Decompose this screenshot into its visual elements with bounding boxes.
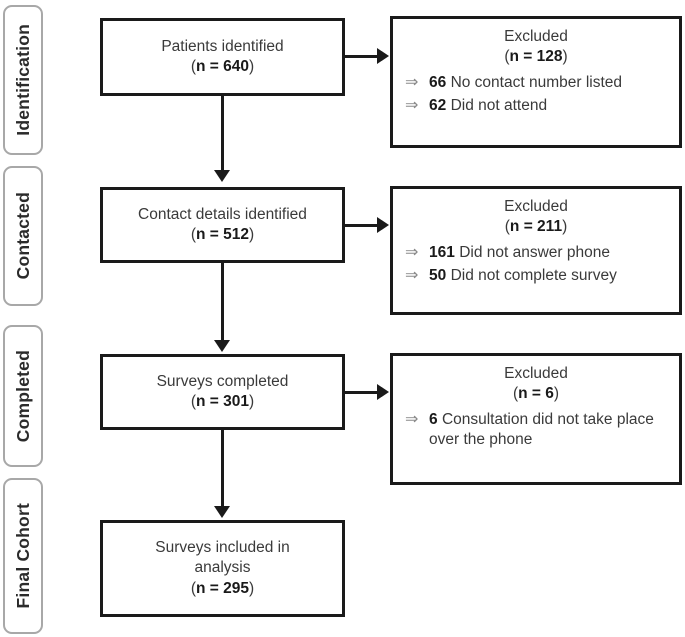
double-arrow-icon: ⇒ bbox=[405, 96, 419, 114]
reason-count: 50 bbox=[429, 266, 447, 284]
flow-box-contact-details-identified: Contact details identified (n = 512) bbox=[100, 187, 345, 263]
flow-box-subtitle: analysis bbox=[194, 559, 251, 577]
stage-tab-contacted: Contacted bbox=[3, 166, 43, 306]
count-value: n = 128 bbox=[509, 48, 563, 66]
paren-open: ( bbox=[190, 579, 196, 597]
flow-box-surveys-included-in-analysis: Surveys included in analysis (n = 295) bbox=[100, 520, 345, 617]
flow-box-count: (n = 295) bbox=[191, 579, 254, 599]
excluded-reason-item: ⇒ 50 Did not complete survey bbox=[405, 266, 679, 287]
excluded-reason-list: ⇒ 6 Consultation did not take place over… bbox=[393, 410, 679, 452]
reason-label: Consultation did not take place over the… bbox=[429, 410, 654, 449]
excluded-reason-list: ⇒ 161 Did not answer phone ⇒ 50 Did not … bbox=[393, 243, 679, 289]
arrowhead-box2-to-excluded2 bbox=[377, 217, 389, 233]
excluded-count: (n = 6) bbox=[393, 384, 679, 404]
excluded-reason-text: 6 Consultation did not take place over t… bbox=[429, 410, 679, 450]
count-value: n = 295 bbox=[196, 579, 249, 597]
paren-open: ( bbox=[190, 393, 196, 410]
stage-tab-label: Completed bbox=[12, 349, 33, 443]
double-arrow-icon: ⇒ bbox=[405, 73, 419, 91]
paren-open: ( bbox=[512, 385, 519, 403]
stage-tab-label: Identification bbox=[12, 24, 33, 136]
count-value: n = 640 bbox=[196, 58, 249, 75]
excluded-title: Excluded bbox=[504, 365, 568, 382]
paren-close: ) bbox=[249, 393, 255, 410]
excluded-reason-item: ⇒ 66 No contact number listed bbox=[405, 73, 679, 94]
connector-box3-to-excluded3 bbox=[345, 391, 379, 394]
reason-count: 161 bbox=[429, 243, 455, 261]
flow-box-title: Patients identified bbox=[161, 37, 284, 55]
arrowhead-box3-to-excluded3 bbox=[377, 384, 389, 400]
reason-label: Did not attend bbox=[450, 96, 548, 114]
connector-box3-to-box4 bbox=[221, 430, 224, 508]
connector-box2-to-excluded2 bbox=[345, 224, 379, 227]
double-arrow-icon: ⇒ bbox=[405, 243, 419, 261]
reason-count: 66 bbox=[429, 73, 447, 91]
arrowhead-box2-to-box3 bbox=[214, 340, 230, 352]
paren-open: ( bbox=[190, 58, 196, 75]
excluded-reason-list: ⇒ 66 No contact number listed ⇒ 62 Did n… bbox=[393, 73, 679, 119]
paren-open: ( bbox=[190, 226, 196, 243]
stage-tab-final-cohort: Final Cohort bbox=[3, 478, 43, 634]
flow-box-count: (n = 512) bbox=[191, 225, 254, 245]
flow-box-count: (n = 640) bbox=[191, 57, 254, 77]
paren-open: ( bbox=[504, 218, 510, 236]
excluded-box-1: Excluded (n = 128) ⇒ 66 No contact numbe… bbox=[390, 16, 682, 148]
count-value: n = 301 bbox=[196, 393, 249, 410]
paren-close: ) bbox=[553, 385, 560, 403]
arrowhead-box1-to-excluded1 bbox=[377, 48, 389, 64]
excluded-reason-item: ⇒ 62 Did not attend bbox=[405, 96, 679, 117]
excluded-reason-item: ⇒ 161 Did not answer phone bbox=[405, 243, 679, 264]
flow-box-count: (n = 301) bbox=[191, 392, 254, 412]
stage-tab-label: Final Cohort bbox=[12, 503, 33, 609]
connector-box2-to-box3 bbox=[221, 263, 224, 343]
reason-label: Did not complete survey bbox=[450, 266, 617, 284]
connector-box1-to-box2 bbox=[221, 96, 224, 173]
arrowhead-box1-to-box2 bbox=[214, 170, 230, 182]
excluded-title: Excluded bbox=[504, 198, 568, 215]
double-arrow-icon: ⇒ bbox=[405, 410, 419, 428]
stage-tab-identification: Identification bbox=[3, 5, 43, 155]
stage-tab-label: Contacted bbox=[12, 192, 33, 280]
paren-close: ) bbox=[562, 48, 568, 66]
count-value: n = 512 bbox=[196, 226, 249, 243]
flow-box-patients-identified: Patients identified (n = 640) bbox=[100, 18, 345, 96]
paren-close: ) bbox=[562, 218, 568, 236]
excluded-title: Excluded bbox=[504, 28, 568, 45]
excluded-reason-text: 50 Did not complete survey bbox=[429, 266, 679, 286]
excluded-reason-text: 62 Did not attend bbox=[429, 96, 679, 116]
paren-close: ) bbox=[249, 58, 255, 75]
flow-box-surveys-completed: Surveys completed (n = 301) bbox=[100, 354, 345, 430]
excluded-reason-item: ⇒ 6 Consultation did not take place over… bbox=[405, 410, 679, 450]
paren-close: ) bbox=[249, 579, 255, 597]
excluded-box-2: Excluded (n = 211) ⇒ 161 Did not answer … bbox=[390, 186, 682, 315]
excluded-count: (n = 211) bbox=[393, 217, 679, 237]
paren-open: ( bbox=[504, 48, 510, 66]
reason-label: Did not answer phone bbox=[459, 243, 610, 261]
reason-label: No contact number listed bbox=[450, 73, 623, 91]
stage-tab-completed: Completed bbox=[3, 325, 43, 467]
reason-count: 6 bbox=[429, 410, 438, 428]
paren-close: ) bbox=[249, 226, 255, 243]
count-value: n = 211 bbox=[509, 218, 563, 236]
excluded-reason-text: 161 Did not answer phone bbox=[429, 243, 679, 263]
connector-box1-to-excluded1 bbox=[345, 55, 379, 58]
arrowhead-box3-to-box4 bbox=[214, 506, 230, 518]
double-arrow-icon: ⇒ bbox=[405, 266, 419, 284]
excluded-box-3: Excluded (n = 6) ⇒ 6 Consultation did no… bbox=[390, 353, 682, 485]
excluded-reason-text: 66 No contact number listed bbox=[429, 73, 679, 93]
flow-box-title: Surveys completed bbox=[156, 372, 289, 390]
reason-count: 62 bbox=[429, 96, 447, 114]
flow-box-title: Surveys included in bbox=[155, 538, 290, 556]
flow-box-title: Contact details identified bbox=[138, 205, 307, 223]
excluded-count: (n = 128) bbox=[393, 47, 679, 67]
count-value: n = 6 bbox=[518, 385, 554, 403]
